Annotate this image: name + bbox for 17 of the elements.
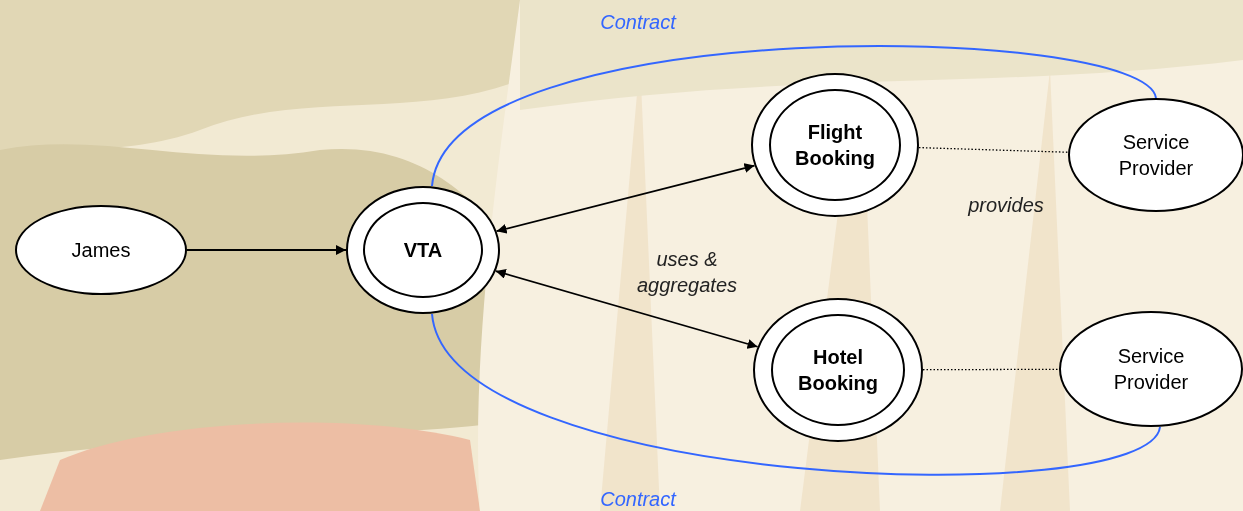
node-label: Service Provider [1112,344,1190,395]
node-label: James [71,238,131,263]
connector-line [431,313,1161,476]
node-label: VTA [403,238,443,263]
annotation-text: provides [967,193,1045,218]
connector-line [431,45,1157,187]
connector-line [918,146,1069,153]
arrow [495,163,756,234]
node-label: Service Provider [1117,130,1195,181]
node-label: Flight Booking [794,120,876,171]
arrow [494,269,759,349]
annotation-text: uses & aggregates [635,247,739,298]
node-label: Hotel Booking [797,345,879,396]
edge-label: Contract [599,487,678,511]
edge-label: Contract [599,10,678,35]
arrow [186,245,347,255]
connector-line [922,368,1060,371]
